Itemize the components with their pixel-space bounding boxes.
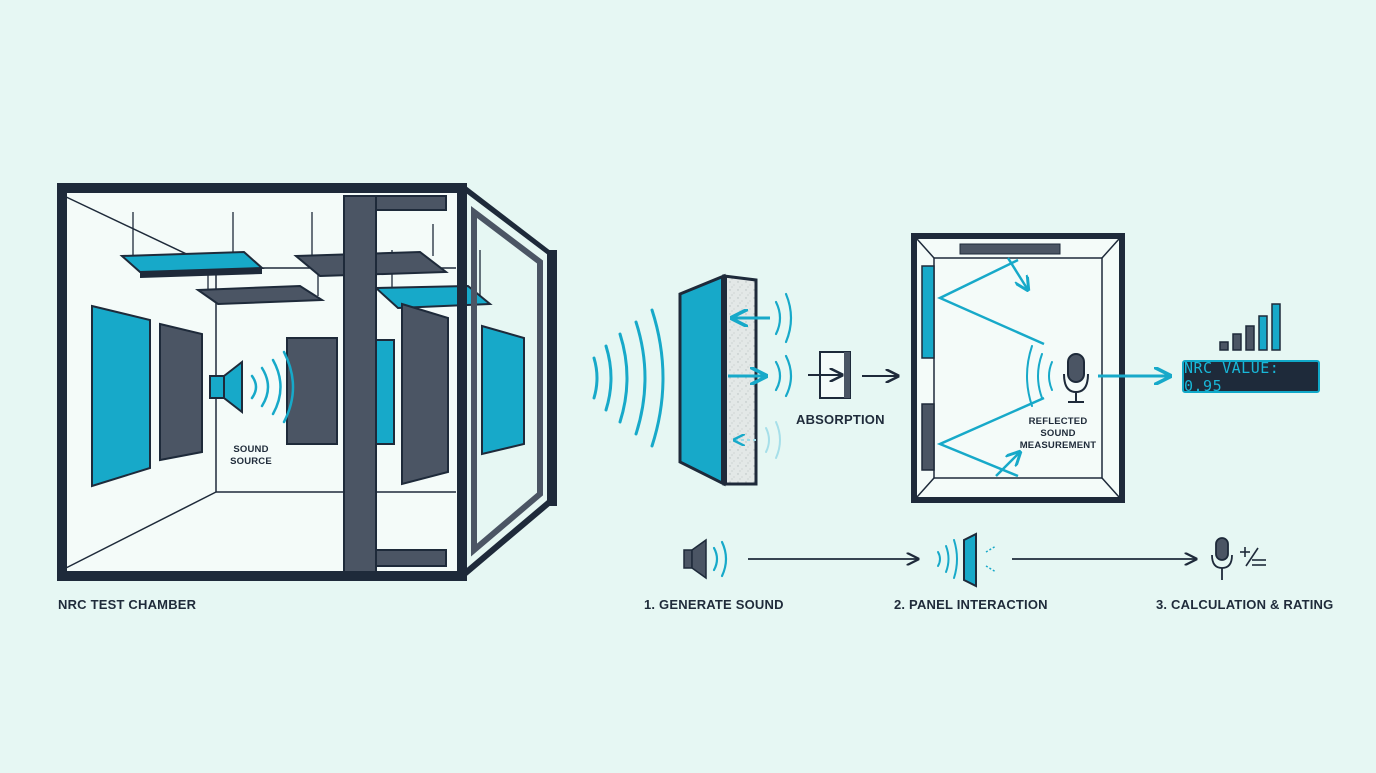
step-3-label: 3. CALCULATION & RATING	[1156, 597, 1334, 612]
chamber-pillar	[343, 195, 377, 573]
back-wall-panel-teal	[375, 339, 395, 445]
step-2-panel-icon	[937, 532, 997, 588]
absorption-icon	[808, 351, 851, 399]
reflected-label-line3: MEASUREMENT	[1019, 440, 1097, 451]
sound-source-label-line2: SOURCE	[230, 456, 272, 467]
ceiling-panel-dark	[194, 284, 326, 306]
reflected-label-line2: SOUND	[1040, 428, 1076, 439]
sound-source-label: SOUND SOURCE	[224, 444, 278, 468]
sound-wave-icon	[774, 292, 793, 398]
speaker-icon	[209, 359, 243, 415]
step-3-microphone-icon	[1211, 537, 1233, 580]
plus-minus-icon	[1240, 547, 1266, 567]
sound-wave-icon	[250, 350, 295, 424]
chamber-label: NRC TEST CHAMBER	[58, 597, 197, 612]
step-1-speaker-icon	[683, 538, 728, 580]
reflected-measurement-label: REFLECTED SOUND MEASUREMENT	[1016, 416, 1100, 452]
microphone-icon	[1063, 353, 1089, 403]
acoustic-panel	[678, 273, 758, 487]
reflected-label-line1: REFLECTED	[1028, 416, 1088, 427]
wall-panel-teal	[91, 304, 151, 488]
sound-source-label-line1: SOUND	[233, 444, 269, 455]
measurement-room	[911, 233, 1125, 503]
nrc-value-display: NRC VALUE: 0.95	[1182, 359, 1320, 395]
sound-wave-icon	[592, 308, 665, 448]
wall-panel-dark	[401, 302, 449, 486]
sound-wave-icon	[1026, 345, 1053, 407]
absorption-label: ABSORPTION	[796, 412, 885, 427]
signal-bars-icon	[1219, 303, 1281, 351]
step-1-label: 1. GENERATE SOUND	[644, 597, 784, 612]
step-2-label: 2. PANEL INTERACTION	[894, 597, 1048, 612]
wall-panel-teal	[481, 324, 525, 456]
back-wall-panel	[286, 337, 338, 445]
wall-panel-dark	[159, 322, 203, 462]
test-chamber	[57, 183, 557, 581]
